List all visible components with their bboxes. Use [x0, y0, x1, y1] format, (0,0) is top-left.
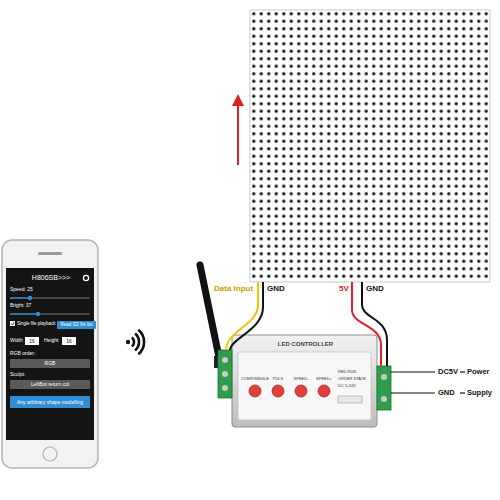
button-label: SPEED- [294, 377, 309, 381]
node-text: Read SD file list [58, 323, 94, 328]
checkbox-label: Single file playback [17, 322, 56, 327]
node-text: H806SB>>> [6, 268, 96, 281]
pin-name: GND [267, 285, 285, 293]
app-selector: LeftBot return col [10, 380, 90, 389]
node-text: 16 [29, 339, 35, 344]
terminal-screw [381, 396, 387, 402]
part-name: Supply [467, 389, 492, 397]
pin-name: GND [438, 389, 455, 397]
setting-label: Bright: 37 [10, 303, 31, 308]
button-label: SPEED+ [316, 377, 332, 381]
panel-label: ORDER STATE [338, 377, 366, 381]
checkbox [10, 321, 15, 326]
terminal-screw [381, 374, 387, 380]
field-label: RGB order: [10, 351, 35, 356]
home-button [43, 447, 57, 461]
setting-label: Speed: 25 [10, 287, 33, 292]
field-label: Sculpt: [10, 372, 25, 377]
wifi-arc [135, 334, 139, 351]
pin-name: 5V [339, 285, 349, 293]
phone-screen [6, 268, 94, 440]
terminal-block [218, 350, 232, 398]
button-label: COMP/SINGLE [241, 377, 269, 381]
arrow-head [232, 94, 244, 106]
part-name: Power [467, 368, 490, 376]
node-text: Any arbitrary shape modelling [15, 400, 85, 405]
node-text: RGB [43, 361, 58, 366]
speed-fill [10, 297, 30, 298]
pin-name: GND [366, 285, 384, 293]
speed-slider [10, 298, 90, 299]
node-text: LED CONTROLLER [232, 333, 379, 347]
button-label: PULS [273, 377, 283, 381]
controller-face [238, 352, 371, 420]
terminal-screw [222, 357, 228, 363]
terminal-block [377, 366, 391, 410]
input-field: 16 [62, 337, 76, 345]
supply-wire [391, 392, 435, 393]
wifi-dot [126, 340, 130, 344]
app-selector: RGB [10, 359, 90, 368]
supply-lead [460, 392, 465, 393]
controller-housing [232, 335, 377, 427]
direction-arrow [237, 104, 239, 165]
supply-wire [391, 371, 435, 372]
supply-lead [460, 371, 465, 372]
phone-body [2, 240, 98, 468]
antenna [200, 265, 220, 362]
gear-icon [83, 275, 88, 280]
panel-label: RED RUN [338, 370, 356, 374]
pin-name: DC5V [438, 368, 458, 376]
sd-slot [338, 396, 362, 403]
node-text: LeftBot return col [29, 382, 71, 387]
gnd-wire [362, 282, 387, 366]
app-button: Any arbitrary shape modelling [10, 396, 90, 408]
wifi-arc [132, 337, 134, 346]
push-button [272, 385, 284, 397]
led-panel [250, 10, 490, 282]
panel-label: DC 5-24V [338, 384, 356, 388]
app-button: Read SD file list [57, 321, 96, 329]
input-field: 16 [25, 337, 39, 345]
bright-slider [10, 314, 90, 315]
power-wire [352, 282, 381, 366]
slider-handle [28, 296, 32, 300]
led-matrix [250, 10, 490, 282]
signal-name: Data Input [214, 285, 253, 293]
field-label: Width [10, 338, 23, 343]
phone-speaker [38, 252, 62, 255]
node-text: 16 [66, 339, 72, 344]
checkmark [11, 322, 14, 325]
wifi-arc [138, 330, 144, 355]
push-button [249, 385, 261, 397]
push-button [318, 385, 330, 397]
field-label: Height [44, 338, 58, 343]
push-button [295, 385, 307, 397]
slider-handle [36, 312, 40, 316]
terminal-screw [222, 371, 228, 377]
bright-fill [10, 313, 38, 314]
terminal-screw [222, 385, 228, 391]
